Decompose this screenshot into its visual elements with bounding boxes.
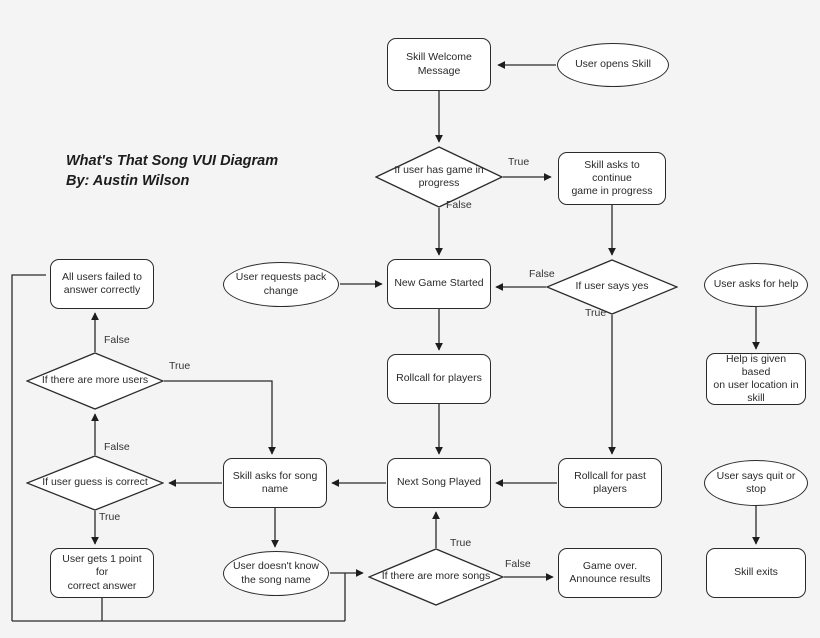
label-true-has-game: True (508, 156, 530, 168)
label-false-more-users: False (104, 334, 130, 346)
node-label: User opens Skill (575, 58, 651, 71)
diamond-shape (26, 455, 164, 511)
node-user-opens-skill[interactable]: User opens Skill (557, 43, 669, 87)
diamond-shape (546, 259, 678, 315)
node-if-there-are-more-songs[interactable]: If there are more songs (368, 548, 504, 606)
node-new-game-started[interactable]: New Game Started (387, 259, 491, 309)
label-false-says-yes: False (529, 268, 555, 280)
label-true-guess-correct: True (99, 511, 121, 523)
diamond-shape (368, 548, 504, 606)
label-false-more-songs: False (505, 558, 531, 570)
title-line-1: What's That Song VUI Diagram (66, 153, 279, 169)
title-line-2: By: Austin Wilson (66, 172, 190, 189)
label-true-says-yes: True (585, 307, 607, 319)
node-next-song-played[interactable]: Next Song Played (387, 458, 491, 508)
label-true-more-users: True (169, 360, 191, 372)
node-label: Next Song Played (396, 476, 482, 489)
label-false-guess-correct: False (104, 441, 130, 453)
node-game-over-announce-results[interactable]: Game over.Announce results (558, 548, 662, 598)
diamond-shape (375, 146, 503, 208)
node-if-user-says-yes[interactable]: If user says yes (546, 259, 678, 315)
label-false-has-game: False (446, 199, 472, 211)
node-skill-exits[interactable]: Skill exits (706, 548, 806, 598)
node-label: Skill exits (734, 566, 778, 579)
node-if-user-guess-is-correct[interactable]: If user guess is correct (26, 455, 164, 511)
edge-more-users-true-to-skill-asks (164, 380, 276, 455)
node-rollcall-for-players[interactable]: Rollcall for players (387, 354, 491, 404)
diagram-title: What's That Song VUI Diagram By: Austin … (66, 152, 278, 191)
edge-left-rail-up (11, 274, 46, 621)
label-true-more-songs: True (450, 537, 472, 549)
node-user-asks-for-help[interactable]: User asks for help (704, 263, 808, 307)
node-if-there-are-more-users[interactable]: If there are more users (26, 352, 164, 410)
diamond-shape (26, 352, 164, 410)
node-label: Rollcall for players (396, 372, 482, 385)
node-label: Game over.Announce results (569, 559, 651, 585)
node-label: New Game Started (394, 277, 484, 290)
node-label: User asks for help (713, 278, 799, 291)
